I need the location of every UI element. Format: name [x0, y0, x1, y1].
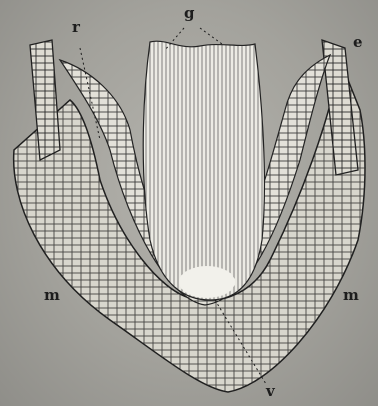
pointer-g-right	[200, 28, 222, 44]
label-v: v	[266, 384, 275, 399]
growing-point	[179, 266, 235, 298]
label-m-right: m	[343, 288, 359, 303]
label-m-left: m	[44, 288, 60, 303]
label-r: r	[72, 20, 80, 35]
label-e: e	[353, 35, 363, 50]
label-g: g	[184, 6, 195, 21]
